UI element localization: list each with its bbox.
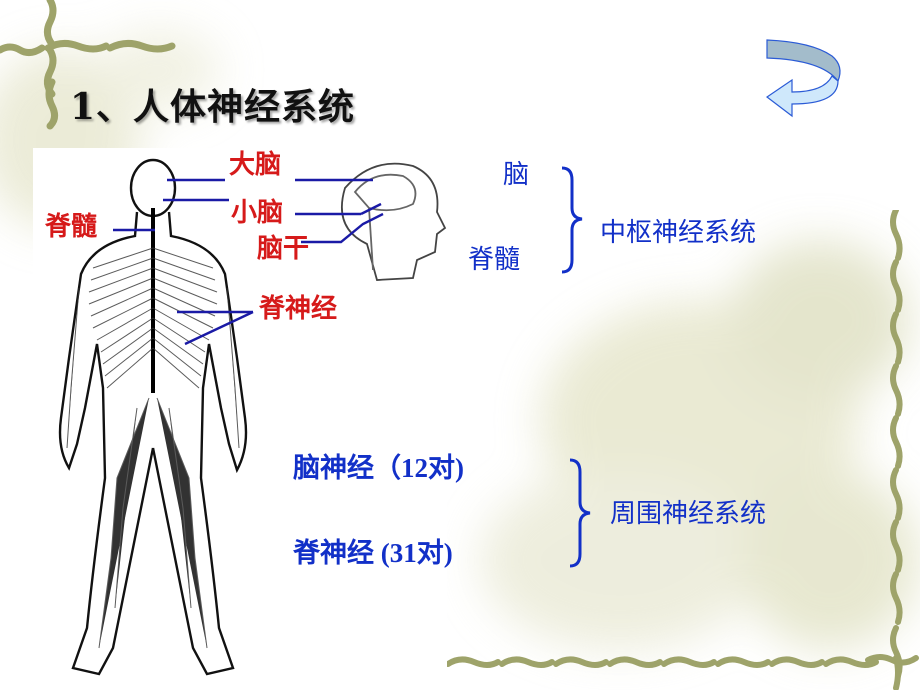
label-cerebrum: 大脑 bbox=[229, 150, 282, 180]
right-brace-icon bbox=[569, 458, 591, 568]
vine-decoration-right bbox=[865, 210, 919, 690]
label-spinal-cord: 脊髓 bbox=[45, 212, 98, 242]
label-brainstem: 脑干 bbox=[257, 234, 310, 264]
term-spinal-nerves: 脊神经 (31对) bbox=[293, 538, 453, 568]
right-brace-icon bbox=[561, 166, 583, 274]
term-brain: 脑 bbox=[503, 160, 530, 190]
term-cranial-nerves: 脑神经（12对) bbox=[293, 453, 464, 483]
label-spinal-nerves: 脊神经 bbox=[259, 294, 338, 324]
nervous-system-illustration: 大脑 小脑 脑干 脊髓 脊神经 bbox=[33, 148, 447, 690]
human-body-drawing bbox=[58, 158, 447, 676]
vine-decoration-bottom bbox=[445, 656, 879, 668]
return-arrow-icon[interactable] bbox=[762, 18, 852, 118]
group-label-peripheral-nervous-system: 周围神经系统 bbox=[610, 499, 767, 529]
vine-decoration-top-left bbox=[0, 0, 176, 130]
label-cerebellum: 小脑 bbox=[231, 198, 284, 228]
slide-title: 1、人体神经系统 bbox=[70, 86, 356, 128]
group-label-central-nervous-system: 中枢神经系统 bbox=[600, 218, 757, 248]
term-spinal-cord: 脊髓 bbox=[468, 245, 521, 275]
